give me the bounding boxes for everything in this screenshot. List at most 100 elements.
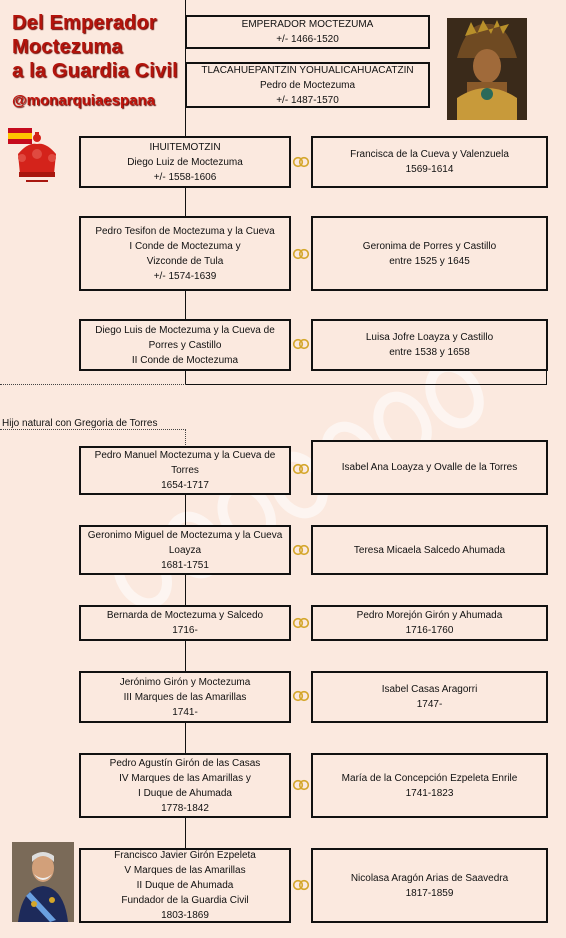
person-name: Francisco Javier Girón Ezpeleta: [114, 850, 256, 861]
person-box-francisco-javier: Francisco Javier Girón Ezpeleta V Marque…: [79, 848, 291, 923]
wedding-rings-icon: [292, 156, 310, 168]
person-dates: 1716-: [172, 625, 198, 636]
spouse-box-maria-concepcion: María de la Concepción Ezpeleta Enrile 1…: [311, 753, 548, 818]
person-name: Pedro Agustín Girón de las Casas: [109, 757, 261, 769]
person-name: Loayza: [168, 544, 202, 556]
title-line-3: a la Guardia Civil: [12, 60, 178, 82]
person-name: Teresa Micaela Salcedo Ahumada: [353, 544, 506, 556]
person-dates: 1803-1869: [161, 910, 209, 921]
person-dates: 1747-: [416, 699, 443, 710]
person-box-pedro-tesifon: Pedro Tesifon de Moctezuma y la Cueva I …: [79, 216, 291, 291]
connector: [185, 817, 186, 849]
person-name: EMPERADOR MOCTEZUMA: [241, 19, 374, 30]
person-dates: 1778-1842: [161, 802, 209, 814]
person-name: Bernarda de Moctezuma y Salcedo: [106, 610, 264, 621]
person-name: Luisa Jofre Loayza y Castillo: [365, 332, 494, 343]
social-handle: @monarquiaespana: [12, 92, 155, 109]
person-name: María de la Concepción Ezpeleta Enrile: [341, 772, 518, 784]
person-dates: 1569-1614: [405, 164, 454, 175]
person-dates: 1654-1717: [161, 480, 209, 491]
connector: [185, 722, 186, 754]
person-title: I Duque de Ahumada: [138, 787, 232, 799]
person-box-pedro-manuel: Pedro Manuel Moctezuma y la Cueva de Tor…: [79, 446, 291, 495]
spouse-box-nicolasa: Nicolasa Aragón Arias de Saavedra 1817-1…: [311, 848, 548, 923]
person-dates: +/- 1574-1639: [153, 270, 217, 282]
wedding-rings-icon: [292, 779, 310, 791]
wedding-rings-icon: [292, 248, 310, 260]
person-name: Pedro Tesifon de Moctezuma y la Cueva: [95, 225, 275, 237]
wedding-rings-icon: [292, 879, 310, 891]
person-dates: 1817-1859: [405, 887, 454, 899]
person-box-pedro-de-moctezuma: TLACAHUEPANTZIN YOHUALICAHUACATZIN Pedro…: [185, 62, 430, 108]
wedding-rings-icon: [292, 338, 310, 350]
wedding-rings-icon: [292, 463, 310, 475]
wedding-rings-icon: [292, 617, 310, 629]
person-title: II Duque de Ahumada: [136, 880, 234, 891]
connector: [185, 384, 547, 385]
person-dates: 1741-: [172, 706, 198, 718]
person-box-diego-luis: Diego Luis de Moctezuma y la Cueva de Po…: [79, 319, 291, 371]
spouse-box-isabel-ana: Isabel Ana Loayza y Ovalle de la Torres: [311, 440, 548, 495]
dotted-connector: [0, 429, 186, 430]
person-title: III Marques de las Amarillas: [123, 691, 247, 703]
connector: [185, 370, 186, 384]
person-name: Geronimo Miguel de Moctezuma y la Cueva: [87, 529, 283, 541]
person-name: Geronima de Porres y Castillo: [362, 240, 497, 252]
person-dates: 1716-1760: [405, 625, 454, 636]
spouse-box-geronima: Geronima de Porres y Castillo entre 1525…: [311, 216, 548, 291]
person-dates: +/- 1466-1520: [276, 34, 339, 45]
connector: [185, 290, 186, 320]
person-title: IV Marques de las Amarillas y: [119, 772, 251, 784]
person-box-pedro-agustin: Pedro Agustín Girón de las Casas IV Marq…: [79, 753, 291, 818]
person-title: Vizconde de Tula: [146, 255, 224, 267]
person-title: I Conde de Moctezuma y: [129, 240, 241, 252]
connector: [185, 0, 186, 16]
person-name: Diego Luiz de Moctezuma: [127, 156, 243, 168]
person-name: Pedro Morejón Girón y Ahumada: [356, 610, 503, 621]
person-title: V Marques de las Amarillas: [124, 865, 246, 876]
person-name: Nicolasa Aragón Arias de Saavedra: [350, 872, 509, 884]
person-name: TLACAHUEPANTZIN YOHUALICAHUACATZIN: [201, 64, 414, 76]
person-dates: entre 1538 y 1658: [389, 347, 470, 358]
connector: [185, 494, 186, 526]
connector: [185, 47, 186, 63]
person-name: Pedro de Moctezuma: [259, 79, 356, 91]
connector: [185, 574, 186, 606]
person-name: Francisca de la Cueva y Valenzuela: [350, 149, 509, 160]
person-title: Fundador de la Guardia Civil: [121, 895, 249, 906]
person-box-emperor-moctezuma: EMPERADOR MOCTEZUMA +/- 1466-1520: [185, 15, 430, 49]
natural-son-note: Hijo natural con Gregoria de Torres: [2, 418, 158, 429]
person-box-geronimo-miguel: Geronimo Miguel de Moctezuma y la Cueva …: [79, 525, 291, 575]
person-name: Isabel Ana Loayza y Ovalle de la Torres: [341, 462, 518, 473]
person-name: Torres: [171, 465, 199, 476]
person-name: Diego Luis de Moctezuma y la Cueva de: [95, 324, 275, 336]
connector: [185, 107, 186, 137]
general-portrait: [12, 842, 74, 922]
person-dates: +/- 1487-1570: [276, 94, 339, 106]
emperor-portrait: [447, 18, 527, 120]
person-dates: +/- 1558-1606: [153, 171, 217, 183]
person-box-bernarda: Bernarda de Moctezuma y Salcedo 1716-: [79, 605, 291, 641]
spouse-box-pedro-morejon: Pedro Morejón Girón y Ahumada 1716-1760: [311, 605, 548, 641]
person-name: Pedro Manuel Moctezuma y la Cueva de: [94, 450, 276, 461]
wedding-rings-icon: [292, 544, 310, 556]
spouse-box-teresa: Teresa Micaela Salcedo Ahumada: [311, 525, 548, 575]
person-dates: 1741-1823: [405, 787, 454, 799]
spouse-box-francisca: Francisca de la Cueva y Valenzuela 1569-…: [311, 136, 548, 188]
person-name: Porres y Castillo: [148, 339, 222, 351]
dotted-connector: [0, 384, 186, 385]
person-box-diego-luiz: IHUITEMOTZIN Diego Luiz de Moctezuma +/-…: [79, 136, 291, 188]
person-name: IHUITEMOTZIN: [149, 141, 221, 153]
connector: [185, 640, 186, 672]
person-box-jeronimo-giron: Jerónimo Girón y Moctezuma III Marques d…: [79, 671, 291, 723]
person-name: Isabel Casas Aragorri: [381, 684, 478, 695]
person-dates: entre 1525 y 1645: [389, 255, 470, 267]
crown-icon: [8, 128, 56, 182]
spouse-box-isabel-casas: Isabel Casas Aragorri 1747-: [311, 671, 548, 723]
dotted-connector: [185, 429, 186, 447]
person-title: II Conde de Moctezuma: [131, 354, 239, 366]
spouse-box-luisa: Luisa Jofre Loayza y Castillo entre 1538…: [311, 319, 548, 371]
person-name: Jerónimo Girón y Moctezuma: [119, 676, 251, 688]
wedding-rings-icon: [292, 690, 310, 702]
connector: [546, 370, 547, 384]
